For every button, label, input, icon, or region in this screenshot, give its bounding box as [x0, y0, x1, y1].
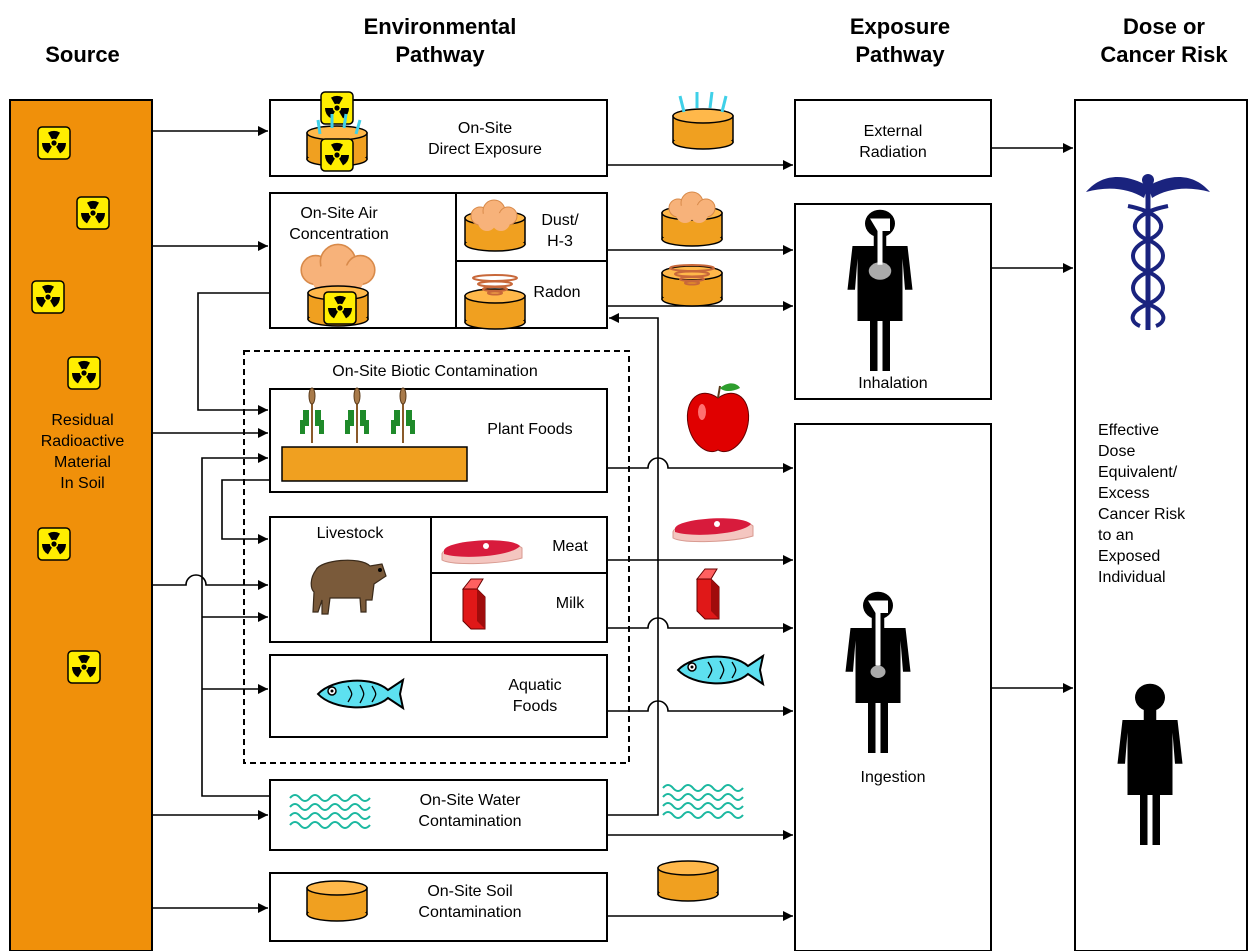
dust-label: Dust/ H-3 [541, 212, 579, 250]
radiation-icon [320, 138, 354, 172]
barrel-icon [672, 108, 734, 150]
ingestion-label: Ingestion [860, 769, 926, 786]
soil-contamination-label: On-Site Soil Contamination [418, 883, 522, 921]
external-radiation-box [794, 99, 992, 177]
header-dose-cancer-risk: Dose or Cancer Risk [1100, 14, 1228, 67]
livestock-label: Livestock [316, 525, 384, 542]
steak-icon [672, 517, 754, 543]
radiation-icon [31, 280, 65, 314]
external-radiation-label: External Radiation [859, 123, 927, 161]
radiation-emission-icon [316, 113, 362, 135]
soil-bed-icon [281, 446, 468, 482]
inhalation-person-icon [847, 209, 913, 371]
radiation-icon [37, 126, 71, 160]
radiation-icon [37, 527, 71, 561]
dose-label: Effective Dose Equivalent/ Excess Cancer… [1098, 422, 1186, 586]
header-source: Source [45, 42, 120, 67]
barrel-icon [657, 860, 719, 902]
air-concentration-label: On-Site Air Concentration [289, 205, 389, 243]
dose-box [1074, 99, 1248, 951]
cow-icon [310, 559, 387, 615]
radiation-icon [67, 650, 101, 684]
aquatic-foods-label: Aquatic Foods [508, 677, 562, 715]
radon-label: Radon [533, 284, 581, 301]
plant-foods-label: Plant Foods [487, 421, 573, 438]
milk-carton-icon [696, 568, 720, 620]
water-contamination-label: On-Site Water Contamination [418, 792, 522, 830]
source-column [9, 99, 153, 951]
barrel-icon [306, 880, 368, 922]
water-contamination-box [269, 779, 608, 851]
radiation-icon [320, 91, 354, 125]
inhalation-label: Inhalation [858, 375, 928, 392]
source-label: Residual Radioactive Material In Soil [40, 412, 125, 492]
biotic-contamination-group [243, 350, 630, 764]
fish-icon [677, 655, 764, 685]
milk-label: Milk [555, 595, 585, 612]
ingestion-person-icon [845, 591, 911, 753]
biotic-group-label: On-Site Biotic Contamination [332, 363, 538, 380]
radiation-icon [67, 356, 101, 390]
direct-exposure-label: On-Site Direct Exposure [428, 120, 542, 158]
header-environmental-pathway: Environmental Pathway [363, 14, 517, 67]
meat-label: Meat [552, 538, 588, 555]
radiation-emission-icon [678, 91, 728, 113]
header-exposure-pathway: Exposure Pathway [849, 14, 951, 67]
apple-icon [686, 383, 750, 452]
water-waves-icon [662, 784, 744, 819]
radiation-icon [76, 196, 110, 230]
caduceus-icon [1086, 174, 1210, 330]
radiation-icon [323, 291, 357, 325]
